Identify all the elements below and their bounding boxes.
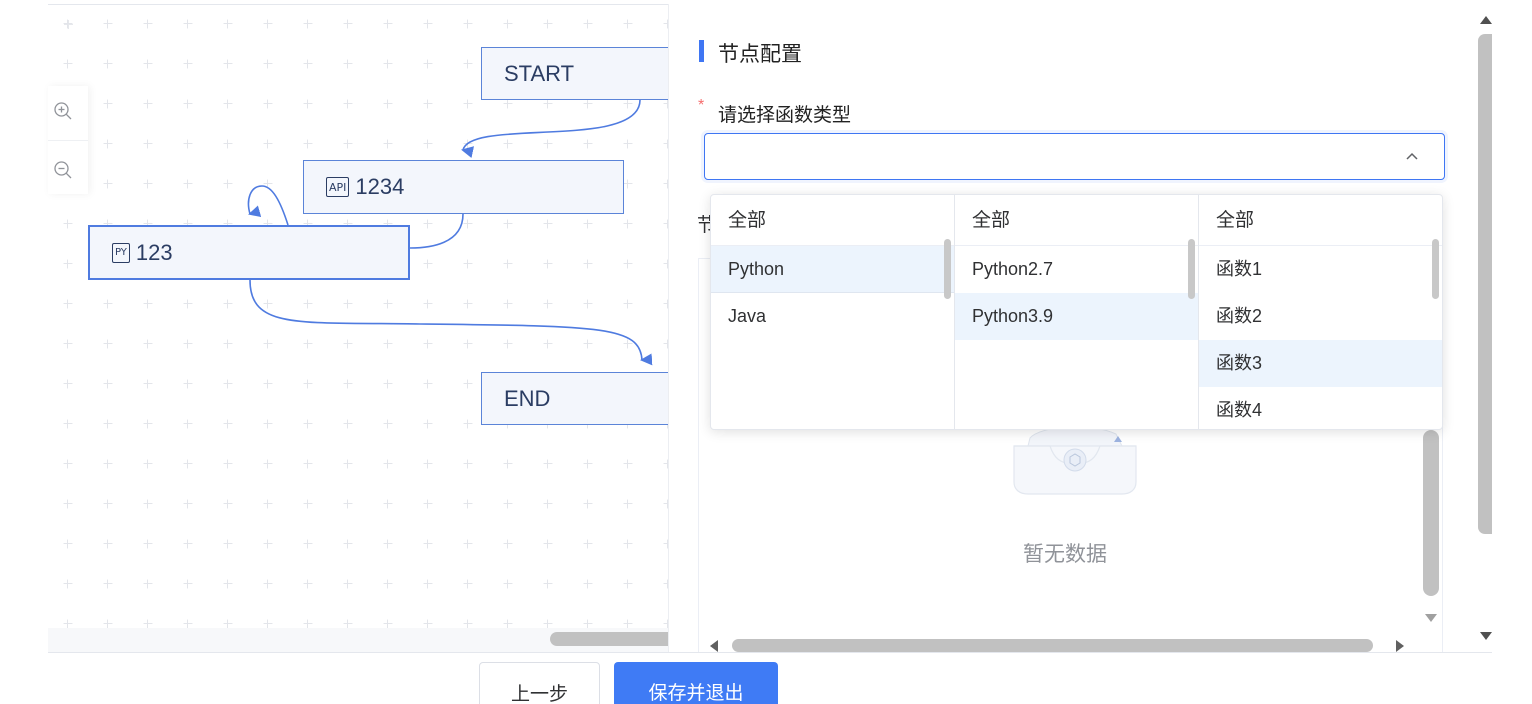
zoom-in-button[interactable] <box>53 91 83 131</box>
function-type-cascader: 全部 Python Java 全部 Python2.7 Python3.9 全部… <box>710 194 1443 430</box>
flow-node-python[interactable]: PY 123 <box>88 225 410 280</box>
canvas-grid <box>48 4 668 652</box>
zoom-out-button[interactable] <box>53 150 83 190</box>
arrow-right-icon[interactable] <box>1396 640 1406 652</box>
chevron-up-icon <box>1406 152 1418 160</box>
title-accent-bar <box>699 40 704 62</box>
panel-title: 节点配置 <box>718 43 802 66</box>
zoom-controls <box>48 86 88 194</box>
flow-node-api[interactable]: API 1234 <box>303 160 624 214</box>
cascader-column-language: 全部 Python Java <box>711 195 955 429</box>
required-mark: * <box>698 97 705 114</box>
cascader-column-scrollbar[interactable] <box>944 239 951 299</box>
cascader-column-function: 全部 函数1 函数2 函数3 函数4 <box>1199 195 1442 429</box>
cascader-option-python27[interactable]: Python2.7 <box>972 259 1054 279</box>
zoom-in-icon <box>54 101 72 119</box>
save-and-exit-button[interactable]: 保存并退出 <box>614 662 778 704</box>
cascader-option-java[interactable]: Java <box>728 306 767 326</box>
node-label: 123 <box>135 239 173 265</box>
arrow-up-icon[interactable] <box>1480 14 1492 24</box>
flow-node-end[interactable]: END <box>481 372 681 425</box>
table-vertical-scrollbar[interactable] <box>1423 430 1439 596</box>
python-badge-icon: PY <box>112 242 130 263</box>
canvas-top-divider <box>48 4 668 5</box>
cascader-option-all[interactable]: 全部 <box>955 195 1198 246</box>
partially-hidden-label: 节 <box>697 215 711 236</box>
cascader-option-all[interactable]: 全部 <box>711 195 954 246</box>
arrow-down-icon[interactable] <box>1425 614 1437 624</box>
cascader-column-version: 全部 Python2.7 Python3.9 <box>955 195 1199 429</box>
arrow-down-icon[interactable] <box>1480 632 1492 642</box>
function-type-select[interactable] <box>704 133 1445 180</box>
cascader-option-function-2[interactable]: 函数2 <box>1216 306 1263 326</box>
empty-box-icon <box>1013 426 1137 495</box>
empty-state <box>1010 420 1140 505</box>
cascader-option-all[interactable]: 全部 <box>1199 195 1442 246</box>
cascader-column-scrollbar[interactable] <box>1188 239 1195 299</box>
flow-node-start[interactable]: START <box>481 47 681 100</box>
flow-canvas[interactable] <box>48 4 668 652</box>
zoom-out-icon <box>54 160 72 178</box>
previous-step-button[interactable]: 上一步 <box>479 662 600 704</box>
cascader-column-scrollbar[interactable] <box>1432 239 1439 299</box>
zoom-separator <box>48 139 88 141</box>
cascader-option-python39[interactable]: Python3.9 <box>955 293 1198 340</box>
page-vertical-scrollbar[interactable] <box>1478 34 1492 534</box>
table-horizontal-scrollbar[interactable] <box>732 639 1373 652</box>
footer-divider <box>48 652 1492 653</box>
node-label: 1234 <box>355 174 405 199</box>
arrow-left-icon[interactable] <box>708 640 718 652</box>
node-label: START <box>504 60 575 86</box>
cascader-option-function-3[interactable]: 函数3 <box>1199 340 1442 387</box>
node-label: END <box>504 385 551 411</box>
api-badge-icon: API <box>326 177 350 197</box>
cascader-option-function-4[interactable]: 函数4 <box>1216 400 1263 420</box>
empty-text: 暂无数据 <box>1023 543 1107 566</box>
cascader-option-function-1[interactable]: 函数1 <box>1216 259 1263 279</box>
cascader-option-python[interactable]: Python <box>711 246 954 293</box>
canvas-horizontal-scrollbar[interactable] <box>550 632 668 646</box>
function-type-label: 请选择函数类型 <box>718 105 852 126</box>
